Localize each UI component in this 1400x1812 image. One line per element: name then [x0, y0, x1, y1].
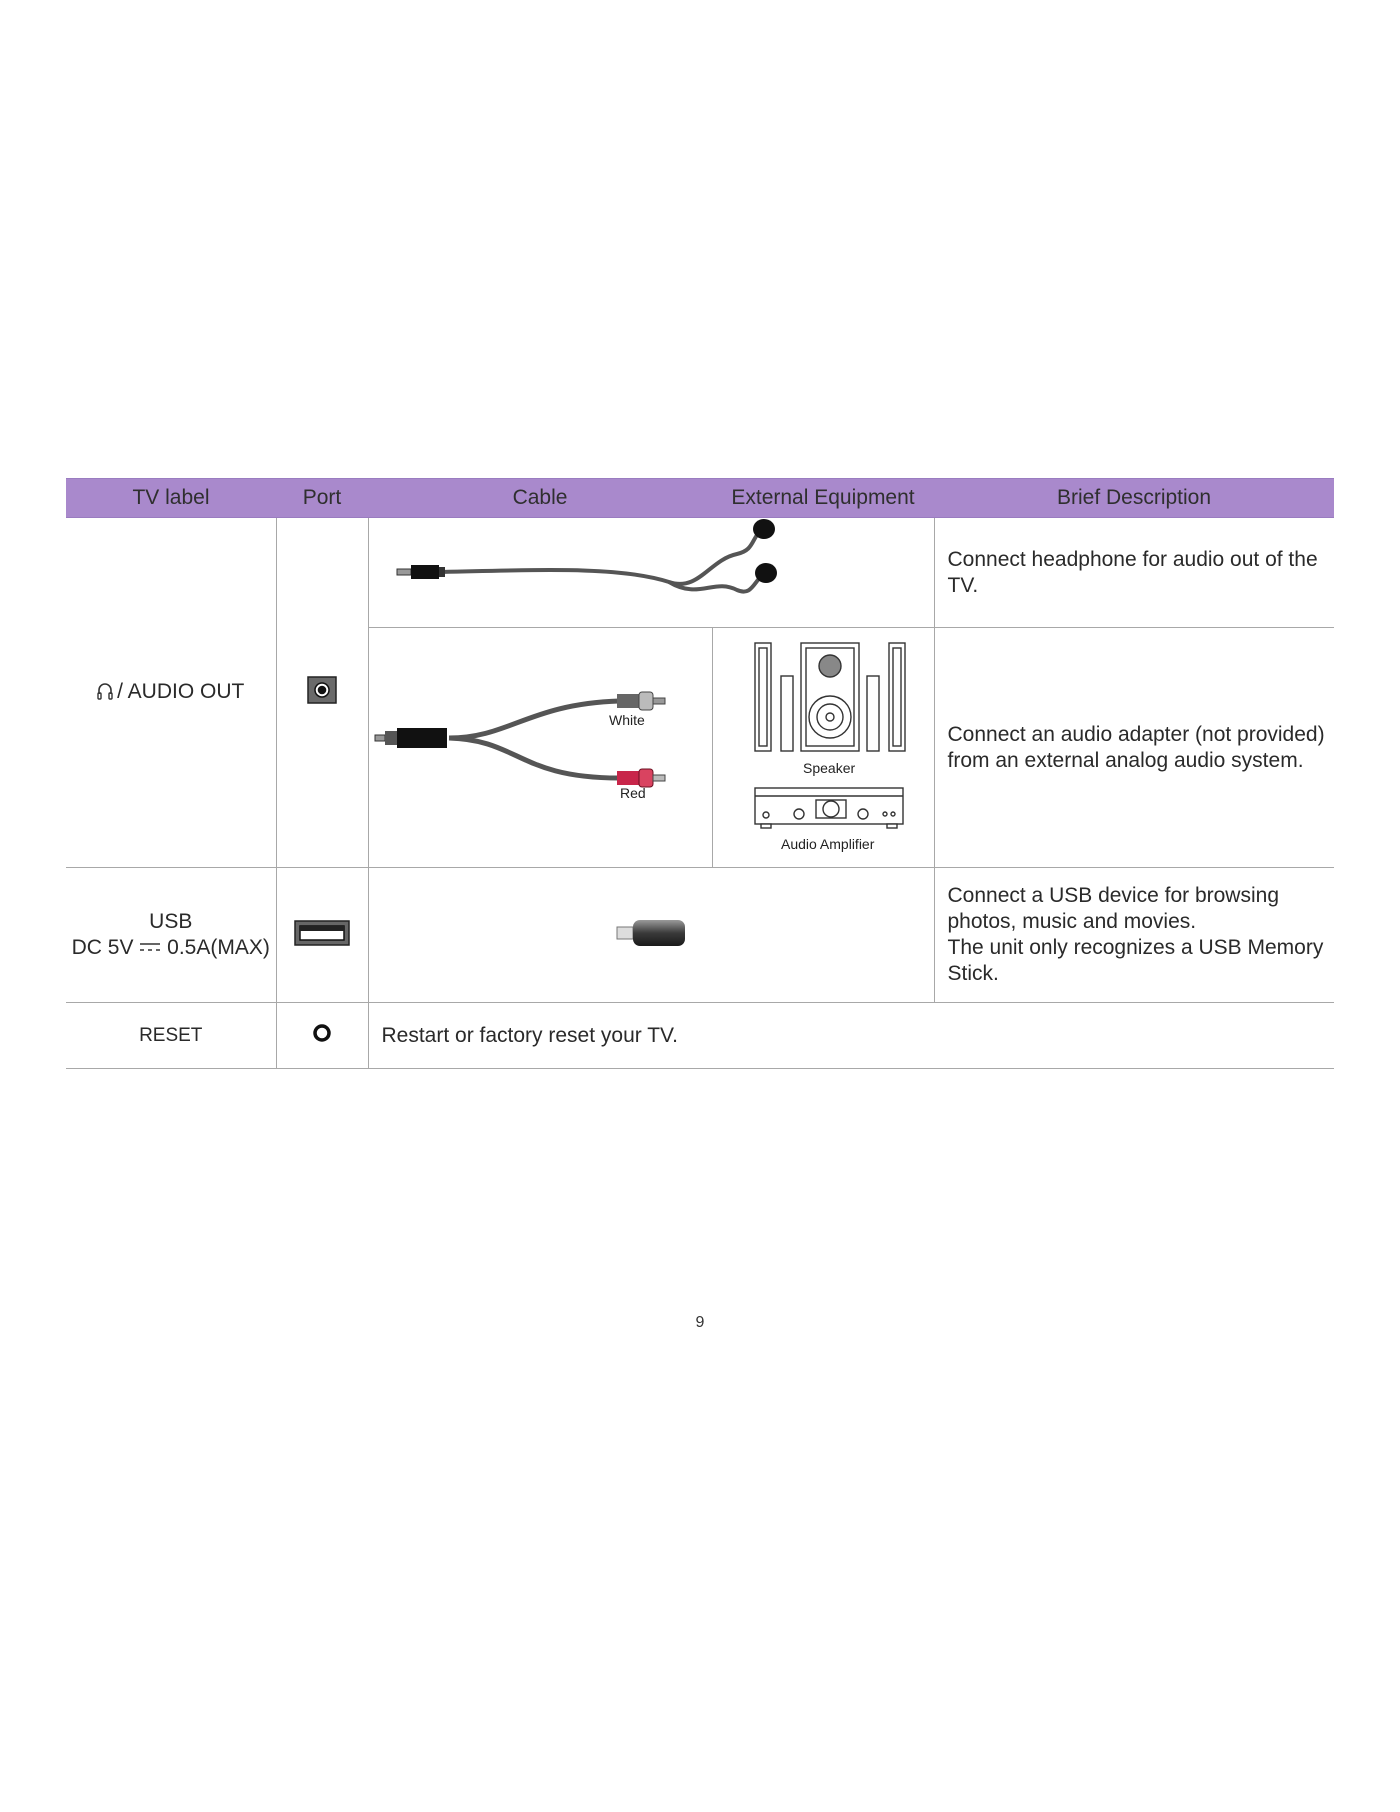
description-headphone: Connect headphone for audio out of the T… — [933, 517, 1334, 628]
port-cell-audio — [275, 517, 368, 868]
connections-table: TV label Port Cable External Equipment B… — [66, 478, 1334, 1069]
speaker-icon — [753, 642, 906, 752]
tv-label-usb-line1: USB — [149, 910, 193, 933]
port-cell-reset — [275, 1002, 368, 1069]
table-row: RESET Restart or factory reset your TV. — [66, 1002, 1334, 1069]
audio-jack-port-icon — [307, 676, 337, 708]
header-external-equipment: External Equipment — [712, 478, 934, 518]
description-usb-line1: Connect a USB device for browsing photos… — [947, 884, 1280, 933]
tv-label-usb-voltage: DC 5V — [71, 936, 134, 959]
table-row: White Red — [66, 627, 1334, 868]
header-port: Port — [276, 478, 368, 518]
usb-port-icon — [294, 919, 350, 946]
cable-cell-rca: White Red — [367, 627, 712, 868]
description-audio-adapter: Connect an audio adapter (not provided) … — [933, 627, 1334, 868]
page-number: 9 — [695, 1314, 705, 1331]
description-usb: Connect a USB device for browsing photos… — [933, 867, 1334, 1003]
usb-stick-icon — [616, 919, 685, 946]
amplifier-label: Audio Amplifier — [781, 836, 875, 852]
reset-button-icon — [313, 1024, 331, 1042]
cable-cell-headphone — [367, 517, 934, 628]
table-header-row: TV label Port Cable External Equipment B… — [66, 478, 1334, 518]
header-brief-description: Brief Description — [934, 478, 1334, 518]
dc-symbol-icon — [140, 943, 161, 951]
speaker-label: Speaker — [803, 760, 855, 776]
cable-label-red: Red — [620, 785, 646, 801]
tv-label-audio-out-text: / AUDIO OUT — [117, 679, 245, 703]
tv-label-reset: RESET — [66, 1002, 276, 1069]
header-cable: Cable — [368, 478, 712, 518]
external-equipment-cell: Speaker Audio Amplifier — [711, 627, 934, 868]
rca-adapter-cable-icon: White Red — [374, 691, 665, 801]
tv-label-audio-out: / AUDIO OUT — [66, 517, 276, 868]
table-row: / AUDIO OUT Connect headphone for a — [66, 517, 1334, 868]
headphone-cable-icon — [396, 519, 777, 594]
description-usb-line2: The unit only recognizes a USB Memory St… — [947, 936, 1324, 985]
header-tv-label: TV label — [66, 478, 276, 518]
port-cell-usb — [275, 867, 368, 1003]
table-row: USB DC 5V 0.5A(MAX) Connect a USB device — [66, 867, 1334, 1003]
tv-label-usb-current: 0.5A(MAX) — [167, 936, 270, 959]
headphone-icon — [97, 681, 113, 707]
amplifier-icon — [753, 787, 904, 829]
tv-label-usb-line2: DC 5V 0.5A(MAX) — [66, 935, 276, 961]
tv-label-usb: USB DC 5V 0.5A(MAX) — [66, 867, 276, 1003]
cable-cell-usb — [367, 867, 934, 1003]
cable-label-white: White — [609, 712, 645, 728]
description-reset: Restart or factory reset your TV. — [367, 1002, 1334, 1069]
